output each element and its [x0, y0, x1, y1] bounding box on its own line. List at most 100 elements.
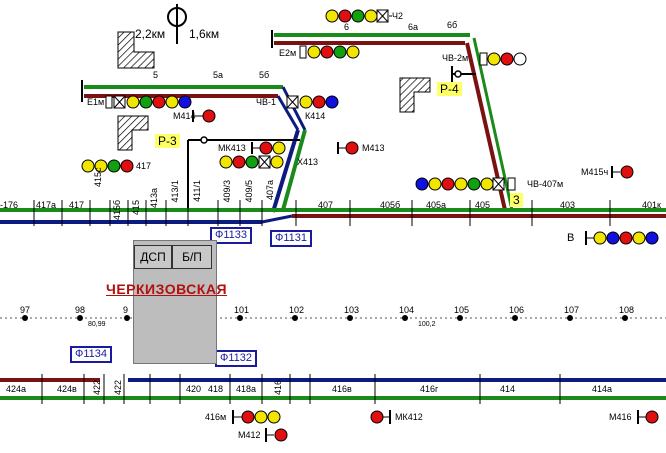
bottom-section-label: 416	[273, 380, 283, 396]
label-e2m: Е2м	[279, 48, 297, 58]
km-99: 9	[123, 305, 129, 315]
section-5b: 5б	[259, 70, 270, 80]
route-r3[interactable]: Р-3	[155, 134, 180, 148]
signal-416m[interactable]	[232, 410, 281, 424]
bottom-section-label: 424в	[57, 384, 77, 394]
label-x413: Х413	[297, 157, 319, 167]
label-m414: М414	[173, 111, 196, 121]
section-5a: 5а	[213, 70, 224, 80]
section-label: 403	[560, 200, 576, 210]
section-label: 407	[318, 200, 334, 210]
section-label: 415	[131, 200, 141, 216]
section-label: 405а	[426, 200, 447, 210]
distance-left: 2,2км	[135, 27, 166, 41]
label-mk412: МК412	[395, 412, 423, 422]
turnout-left-green	[281, 129, 307, 211]
label-m415ch: М415ч	[581, 167, 609, 177]
section-label: -176	[0, 200, 19, 210]
label-e1m: Е1м	[87, 97, 105, 107]
bottom-section-label: 422	[92, 380, 102, 396]
label-k414: К414	[305, 111, 326, 121]
section-label: 411/1	[192, 180, 202, 202]
signal-417[interactable]	[81, 159, 134, 173]
signal-v[interactable]	[585, 231, 659, 245]
feeder-f1134[interactable]: Ф1134	[70, 346, 113, 363]
label-mk413: МК413	[218, 143, 246, 153]
km-102: 102	[289, 305, 305, 315]
substation-shape-right	[399, 77, 431, 113]
km-103: 103	[344, 305, 360, 315]
bottom-section-label: 418а	[236, 384, 257, 394]
section-label: 401к	[642, 200, 661, 210]
km-108: 108	[619, 305, 635, 315]
bottom-section-label: 416в	[332, 384, 352, 394]
km-98: 98	[75, 305, 86, 315]
signal-chv1[interactable]	[286, 95, 339, 109]
label-417: 417	[136, 161, 152, 171]
label-416m: 416м	[205, 412, 227, 422]
label-m412: М412	[238, 430, 261, 440]
signal-m416[interactable]	[637, 410, 659, 424]
bottom-section-label: 422	[113, 380, 123, 396]
feeder-f1132[interactable]: Ф1132	[215, 350, 258, 367]
section-6b: 6б	[447, 20, 458, 30]
signal-m414[interactable]	[192, 109, 216, 123]
station-building: ДСП Б/П	[133, 240, 217, 364]
section-label: 415б	[112, 200, 122, 221]
label-chv2m: ЧВ-2м	[442, 53, 469, 63]
section-6a: 6а	[408, 22, 419, 32]
turnout-right-green	[472, 37, 514, 211]
route-r4[interactable]: Р-4	[437, 82, 462, 96]
feeder-f1131[interactable]: Ф1131	[270, 230, 313, 247]
signal-e2m[interactable]	[299, 45, 360, 59]
feeder-f1133[interactable]: Ф1133	[210, 227, 253, 244]
dsp-cell: ДСП	[134, 245, 172, 269]
signal-chv407m[interactable]	[415, 177, 516, 191]
turnout-left-blue	[271, 129, 300, 213]
power-symbol-icon	[167, 4, 187, 44]
signal-chv2m[interactable]	[479, 52, 527, 66]
km-sub-1: 80,99	[88, 321, 106, 328]
section-label: 417а	[36, 200, 57, 210]
section-label: 413/1	[170, 180, 180, 203]
bottom-section-label: 420	[186, 384, 202, 394]
section-label: 409/5	[244, 180, 254, 203]
section-label: 417	[69, 200, 85, 210]
station-name: ЧЕРКИЗОВСКАЯ	[106, 281, 228, 297]
km-105: 105	[454, 305, 470, 315]
label-ch2: Ч2	[392, 11, 404, 21]
km-101: 101	[234, 305, 250, 315]
label-m413: М413	[362, 143, 385, 153]
section-label: 415с	[93, 167, 103, 187]
bottom-section-label: 416г	[420, 384, 439, 394]
label-chv1: ЧВ-1	[256, 97, 277, 107]
label-v: В	[567, 232, 575, 244]
bp-cell: Б/П	[172, 245, 212, 269]
signal-mk413[interactable]	[251, 141, 286, 155]
signal-e1m[interactable]	[105, 95, 192, 109]
section-6: 6	[344, 22, 350, 32]
label-m416: М416	[609, 412, 632, 422]
bottom-section-label: 414	[500, 384, 516, 394]
substation-shape-mid	[117, 115, 149, 151]
signal-ch2[interactable]	[325, 9, 392, 23]
bottom-section-label: 418	[208, 384, 224, 394]
signal-m415ch[interactable]	[611, 165, 634, 179]
km-104: 104	[399, 305, 415, 315]
section-label: 405	[475, 200, 491, 210]
signal-m412[interactable]	[265, 428, 288, 442]
label-chv407m: ЧВ-407м	[527, 179, 564, 189]
route-3[interactable]: 3	[510, 193, 523, 207]
km-sub-2: 100,2	[418, 321, 436, 328]
section-label: 413а	[149, 188, 159, 209]
bottom-section-label: 414а	[592, 384, 613, 394]
km-107: 107	[564, 305, 580, 315]
section-label: 405б	[380, 200, 401, 210]
section-label: 407а	[265, 180, 275, 201]
section-5: 5	[153, 70, 159, 80]
signal-x413[interactable]	[219, 155, 284, 169]
signal-mk412[interactable]	[370, 410, 391, 424]
section-label: 409/3	[222, 180, 232, 203]
km-106: 106	[509, 305, 525, 315]
signal-m413[interactable]	[337, 141, 359, 155]
